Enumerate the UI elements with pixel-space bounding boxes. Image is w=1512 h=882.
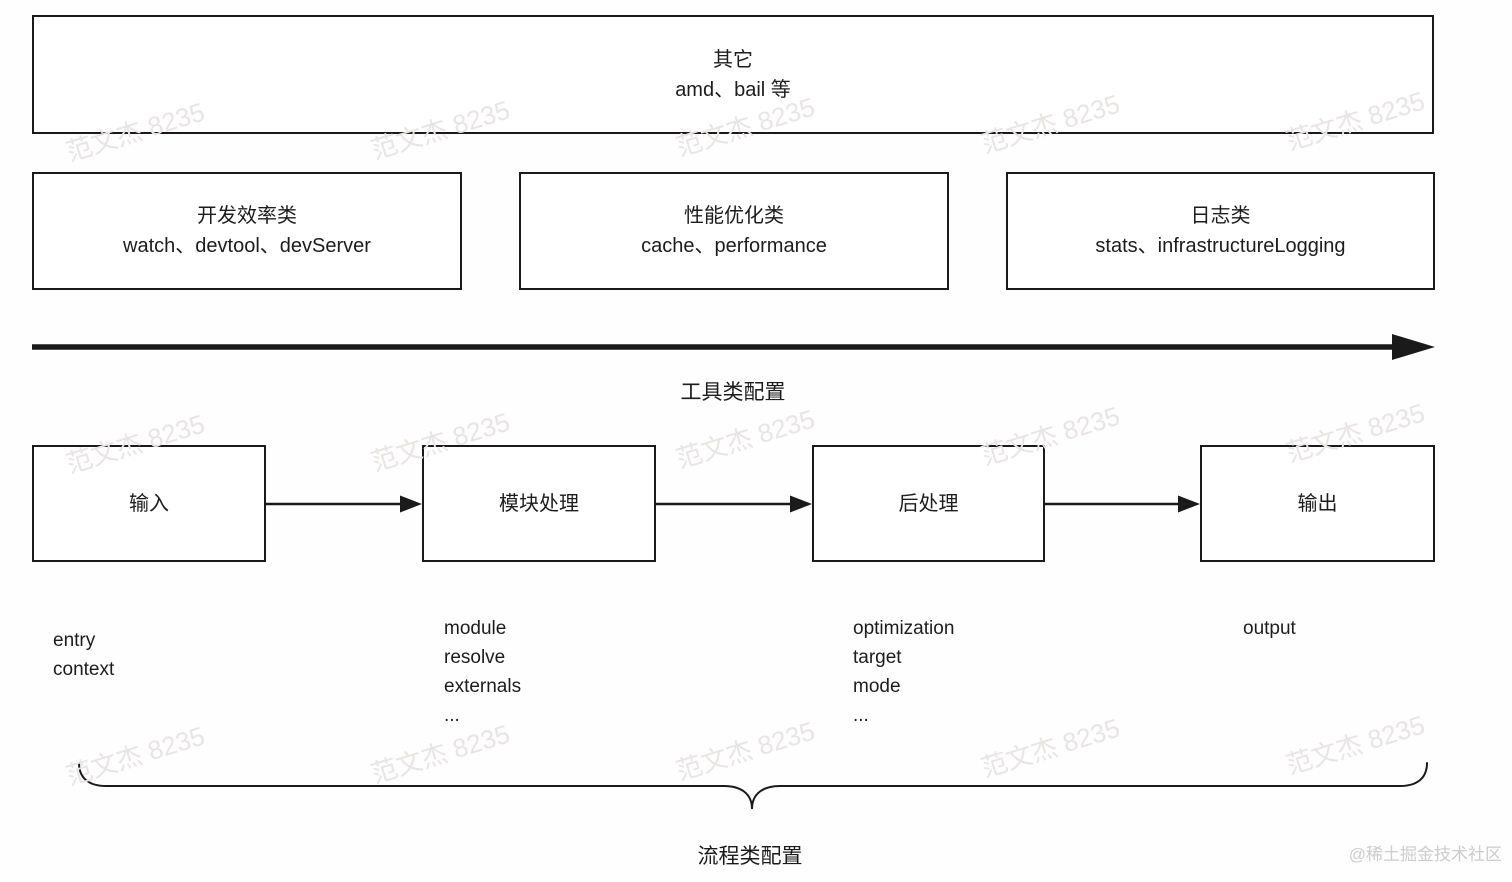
performance-title: 性能优化类 [684,205,784,227]
tool-config-label: 工具类配置 [680,381,786,404]
dev-efficiency-box: 开发效率类 watch、devtool、devServer [32,172,462,290]
option-item: optimization [853,618,955,639]
option-item: context [53,659,115,680]
option-item: output [1243,618,1296,639]
dev-efficiency-title: 开发效率类 [197,205,297,227]
author-watermark: 范文杰 8235 [672,403,819,475]
other-config-box: 其它 amd、bail 等 [32,15,1434,134]
connector-arrow-2 [656,495,812,513]
connector-arrow-3 [1045,495,1200,513]
input-options-list: entry context [53,626,114,684]
tool-config-arrow [32,334,1435,360]
site-watermark: @稀土掘金技术社区 [1348,845,1502,864]
logging-title: 日志类 [1190,205,1251,227]
other-config-subtitle: amd、bail 等 [675,78,791,101]
stage-module-processing-label: 模块处理 [499,492,579,515]
performance-subtitle: cache、performance [641,235,827,257]
stage-input-box: 输入 [32,445,266,562]
flow-config-label: 流程类配置 [697,845,803,868]
logging-subtitle: stats、infrastructureLogging [1095,235,1346,257]
stage-module-processing-box: 模块处理 [422,445,656,562]
stage-input-label: 输入 [129,492,169,515]
option-item: externals [444,676,522,697]
stage-output-label: 输出 [1297,492,1338,515]
stage-post-processing-label: 后处理 [898,492,959,515]
option-item: mode [853,676,901,697]
logging-box: 日志类 stats、infrastructureLogging [1006,172,1435,290]
stage-post-processing-box: 后处理 [812,445,1045,562]
option-item: resolve [444,647,506,668]
postprocess-options-list: optimization target mode ... [853,614,954,730]
option-item: ... [444,705,460,726]
performance-box: 性能优化类 cache、performance [519,172,949,290]
output-options-list: output [1243,614,1296,643]
option-item: ... [853,705,869,726]
flow-config-brace [78,762,1428,810]
option-item: target [853,647,902,668]
option-item: entry [53,630,96,651]
connector-arrow-1 [266,495,422,513]
module-options-list: module resolve externals ... [444,614,521,730]
dev-efficiency-subtitle: watch、devtool、devServer [123,235,371,257]
option-item: module [444,618,507,639]
other-config-title: 其它 [713,48,753,71]
stage-output-box: 输出 [1200,445,1435,562]
